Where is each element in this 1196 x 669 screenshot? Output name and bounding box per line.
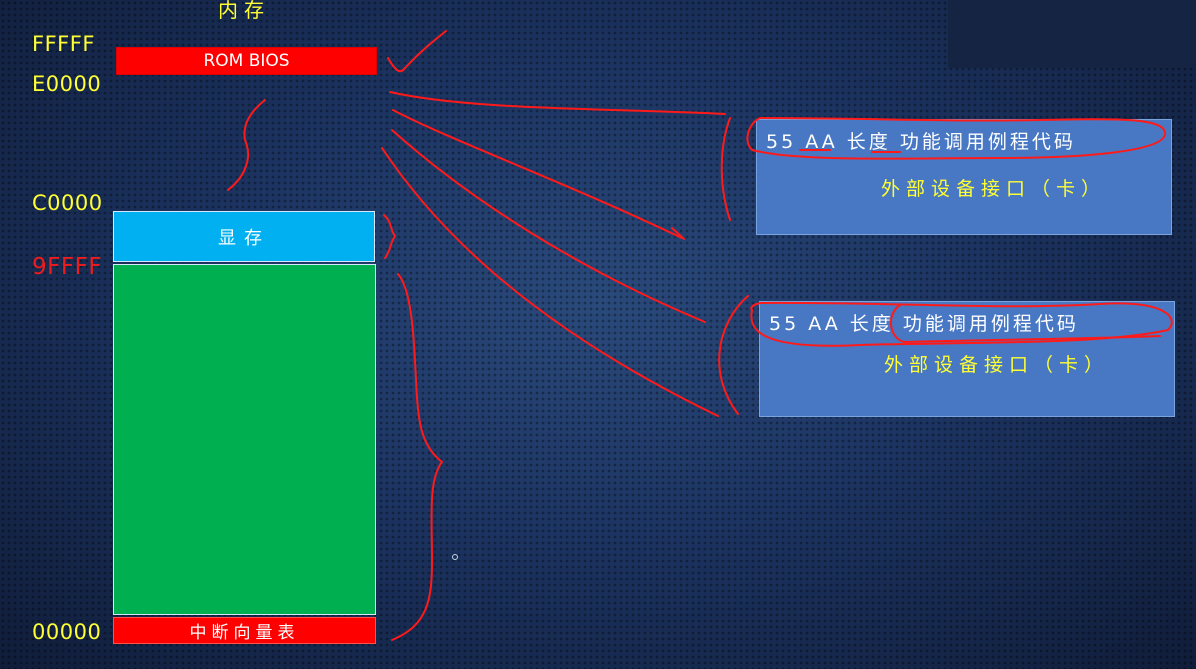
bracket-card-1 — [720, 117, 731, 221]
brace-vram — [383, 214, 396, 259]
address-fffff: FFFFF — [32, 32, 95, 56]
bracket-card-2 — [718, 295, 749, 415]
circle-signature-2 — [750, 301, 1173, 347]
expansion-card-1: 55 AA 长度 功能调用例程代码 外部设备接口（卡） — [756, 119, 1172, 235]
arrow-to-card-2 — [391, 129, 706, 323]
interrupt-vector-table-label: 中断向量表 — [189, 623, 300, 643]
circle-signature-1 — [746, 117, 1167, 160]
arrow-to-card-2-lower — [381, 147, 719, 417]
address-00000: 00000 — [32, 620, 102, 644]
stray-dot — [452, 554, 458, 560]
top-right-panel — [948, 0, 1196, 68]
main-memory-block — [113, 264, 376, 615]
underline-signature-1 — [799, 149, 901, 153]
memory-title: 内存 — [218, 0, 270, 22]
interrupt-vector-table-block: 中断向量表 — [113, 617, 376, 644]
device-interface-label: 外部设备接口（卡） — [881, 178, 1107, 200]
brace-rom-area — [227, 99, 266, 191]
brace-main-memory — [391, 273, 443, 641]
rom-signature-text: 55 AA 长度 功能调用例程代码 — [766, 131, 1076, 153]
arrow-to-card-1 — [389, 91, 726, 115]
expansion-card-2: 55 AA 长度 功能调用例程代码 外部设备接口（卡） — [759, 301, 1175, 417]
vram-label: 显存 — [218, 227, 270, 249]
device-interface-label: 外部设备接口（卡） — [884, 354, 1110, 376]
address-e0000: E0000 — [32, 72, 102, 96]
vram-block: 显存 — [113, 211, 375, 262]
rom-bios-label: ROM BIOS — [203, 51, 290, 71]
circle-signature-2-inner — [890, 304, 1161, 343]
address-c0000: C0000 — [32, 191, 103, 215]
address-9ffff: 9FFFF — [32, 254, 103, 280]
arrow-to-card-1-lower — [392, 109, 685, 240]
rom-signature-text: 55 AA 长度 功能调用例程代码 — [769, 313, 1079, 335]
check-mark-stroke — [387, 30, 447, 73]
rom-bios-block: ROM BIOS — [116, 47, 377, 75]
